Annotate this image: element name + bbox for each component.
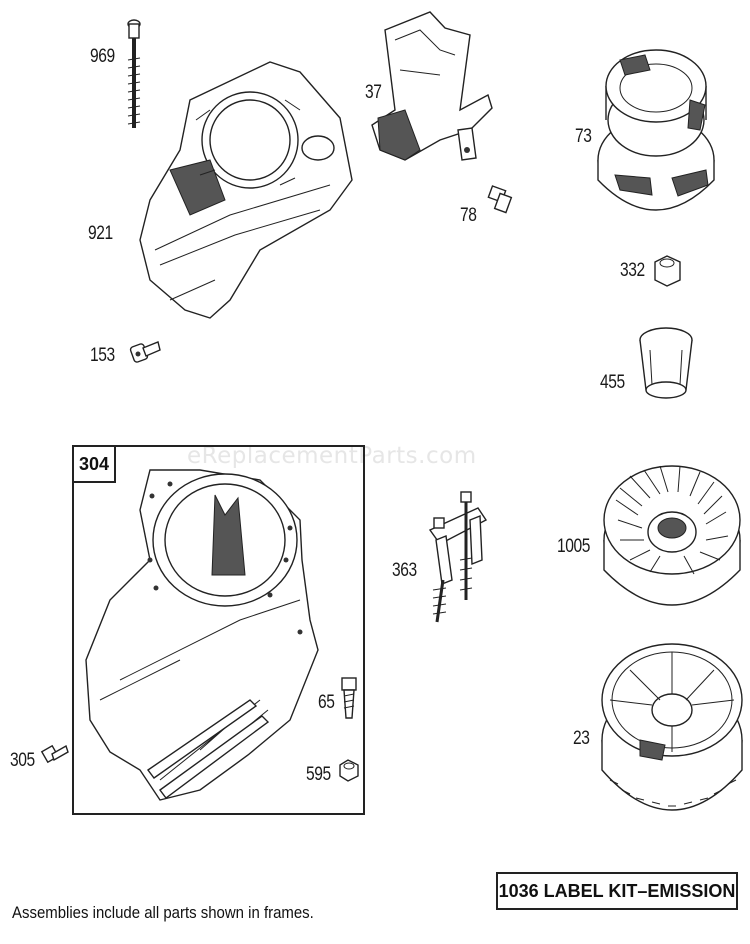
screen-73-drawing — [597, 49, 715, 211]
part-label-969: 969 — [90, 46, 115, 67]
bracket-363-drawing — [428, 491, 488, 623]
assembly-tag-304: 304 — [72, 445, 116, 483]
assemblies-note: Assemblies include all parts shown in fr… — [12, 903, 314, 922]
part-label-78: 78 — [460, 205, 477, 226]
part-label-1005: 1005 — [557, 536, 591, 557]
part-label-23: 23 — [573, 728, 590, 749]
assembly-frame-304 — [72, 445, 365, 815]
flywheel-1005-drawing — [603, 465, 741, 606]
part-label-921: 921 — [88, 223, 113, 244]
watermark-text: eReplacementParts.com — [187, 443, 477, 469]
screw-969-drawing — [127, 19, 141, 128]
part-label-332: 332 — [620, 260, 645, 281]
nut-332-drawing — [654, 255, 681, 287]
part-label-65: 65 — [318, 692, 335, 713]
part-label-37: 37 — [365, 82, 382, 103]
screw-78-drawing — [487, 185, 513, 214]
housing-304-drawing — [85, 469, 319, 801]
screw-65-drawing — [341, 677, 357, 719]
label-kit-emission-box: 1036 LABEL KIT–EMISSION — [496, 872, 738, 910]
flywheel-23-drawing — [601, 643, 743, 811]
cup-455-drawing — [639, 327, 693, 399]
screw-153-drawing — [129, 341, 161, 363]
blower-housing-921-drawing — [139, 61, 353, 319]
part-label-73: 73 — [575, 126, 592, 147]
part-label-153: 153 — [90, 345, 115, 366]
shield-37-drawing — [371, 11, 493, 161]
nut-595-drawing — [339, 759, 359, 782]
part-label-363: 363 — [392, 560, 417, 581]
part-label-455: 455 — [600, 372, 625, 393]
part-label-305: 305 — [10, 750, 35, 771]
screw-305-drawing — [40, 744, 69, 764]
part-label-595: 595 — [306, 764, 331, 785]
